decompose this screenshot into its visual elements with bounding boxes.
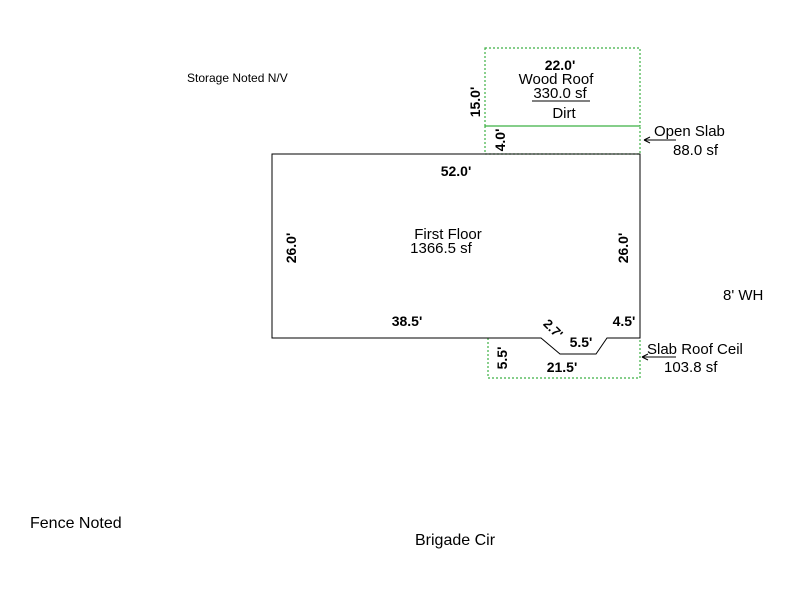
first-floor-bottom-left-dim: 38.5'	[392, 313, 423, 329]
first-floor-bottom-right-dim: 4.5'	[613, 313, 636, 329]
wood-roof-area	[484, 47, 641, 127]
open-slab-area-label: 88.0 sf	[673, 142, 719, 159]
storage-note: Storage Noted N/V	[187, 71, 288, 85]
slab-roof-ceil-arrow	[641, 353, 676, 361]
slab-roof-ceil-name: Slab Roof Ceil	[647, 341, 743, 358]
open-slab-area	[484, 125, 641, 155]
open-slab-name: Open Slab	[654, 123, 725, 140]
slab-roof-ceil-area	[487, 338, 641, 379]
first-floor-name: First Floor	[414, 226, 482, 243]
slab-roof-ceil-width: 21.5'	[547, 359, 578, 375]
slab-roof-ceil-depth: 5.5'	[494, 347, 510, 370]
wood-roof-width: 22.0'	[545, 57, 576, 73]
water-heater-note: 8' WH	[723, 287, 763, 304]
wood-roof-depth: 15.0'	[467, 87, 483, 118]
notch-bottom-dim: 5.5'	[570, 334, 593, 350]
fence-note: Fence Noted	[30, 515, 122, 532]
open-slab-depth: 4.0'	[492, 129, 508, 152]
wood-roof-name: Wood Roof	[519, 71, 595, 88]
wood-roof-area-label: 330.0 sf	[533, 85, 587, 102]
notch-diagonal-dim: 2.7'	[540, 316, 566, 342]
wood-roof-surface: Dirt	[552, 105, 576, 122]
street-name: Brigade Cir	[415, 532, 496, 549]
first-floor-area: 1366.5 sf	[410, 240, 473, 257]
first-floor-outline	[271, 153, 641, 355]
first-floor-left-dim: 26.0'	[283, 233, 299, 264]
open-slab-arrow	[643, 136, 676, 144]
slab-roof-ceil-area-label: 103.8 sf	[664, 359, 718, 376]
first-floor-right-dim: 26.0'	[615, 233, 631, 264]
first-floor-top-dim: 52.0'	[441, 163, 472, 179]
